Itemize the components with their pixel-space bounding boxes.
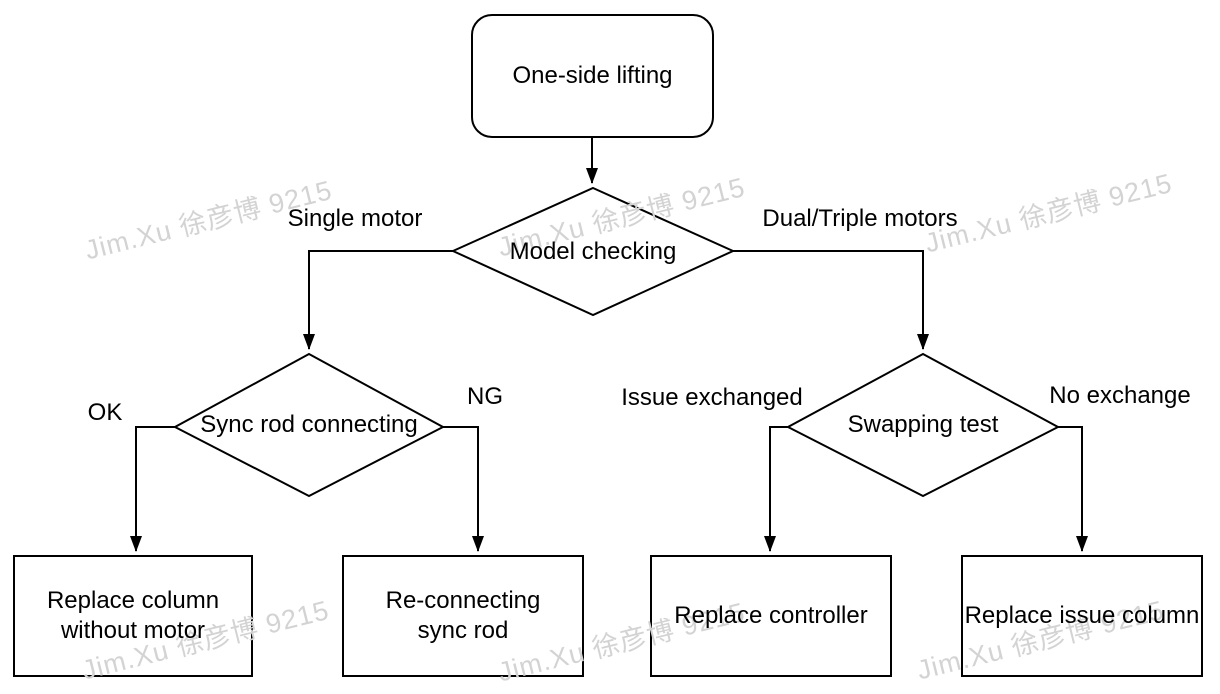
edge-ng-branch	[443, 426, 484, 552]
edge-ok-branch	[130, 426, 175, 552]
edge-no-exchange-branch	[1058, 426, 1088, 552]
swapping-test-diamond	[785, 352, 1061, 498]
edge-label-issue-exchanged: Issue exchanged	[621, 384, 803, 411]
edge-label-ng: NG	[467, 383, 503, 410]
edge-label-single-motor: Single motor	[287, 205, 423, 232]
sync-rod-connecting-diamond	[172, 352, 446, 498]
edge-label-no-exchange: No exchange	[1049, 382, 1191, 409]
sync-rod-connecting-label: Sync rod connecting	[200, 411, 418, 438]
replace-controller-box	[650, 555, 892, 677]
model-checking-label: Model checking	[509, 237, 677, 265]
edge-issue-exchanged-branch	[764, 426, 788, 552]
reconnecting-sync-rod-label: Re-connecting sync rod	[343, 556, 583, 676]
replace-column-without-motor-box	[13, 555, 253, 677]
edge-single-motor-branch	[303, 250, 453, 350]
edge-label-ok: OK	[87, 399, 123, 426]
replace-column-line1: Replace column	[46, 587, 220, 614]
swapping-test-label: Swapping test	[847, 411, 999, 438]
model-checking-diamond	[450, 186, 736, 317]
edge-label-dual-triple-motors: Dual/Triple motors	[762, 205, 958, 232]
edge-dual-triple-motors-branch	[733, 250, 929, 350]
start-node-label: One-side lifting	[512, 62, 673, 89]
reconnecting-sync-rod-box	[342, 555, 584, 677]
reconnecting-line2: sync rod	[417, 617, 509, 644]
replace-column-line2: without motor	[60, 617, 206, 644]
replace-issue-column-box	[961, 555, 1203, 677]
reconnecting-line1: Re-connecting	[385, 587, 541, 614]
replace-column-without-motor-label: Replace column without motor	[14, 556, 252, 676]
replace-controller-label: Replace controller	[674, 602, 868, 629]
replace-issue-column-label: Replace issue column	[964, 602, 1200, 629]
